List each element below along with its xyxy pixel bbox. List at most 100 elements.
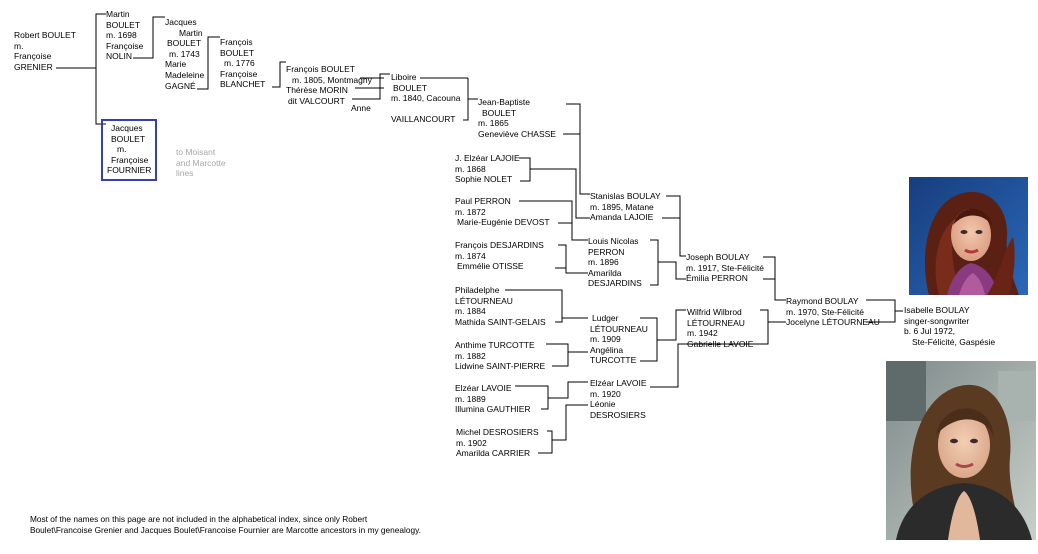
name-line: LÉTOURNEAU (687, 317, 745, 328)
name-line: François DESJARDINS (455, 240, 544, 250)
person-louis-nicolas-perron: Louis Nicolas PERRON m. 1896 Amarilda DE… (588, 236, 642, 289)
name-line: BOULET (393, 82, 428, 93)
person-wilfrid-letourneau: Wilfrid Wilbrod LÉTOURNEAU m. 1942 Gabri… (687, 307, 753, 349)
spouse-line: Geneviève CHASSE (478, 128, 556, 139)
spouse-line: Thérèse MORIN (286, 85, 348, 96)
name-line: Martin (106, 9, 130, 19)
marriage-line: m. 1882 (455, 350, 486, 361)
person-francois-desjardins: François DESJARDINS m. 1874 Emmélie OTIS… (455, 240, 544, 272)
name-line: BOULET (111, 133, 146, 144)
person-joseph-boulay: Joseph BOULAY m. 1917, Ste-Félicité Émil… (686, 252, 764, 284)
spouse-line: Françoise (106, 40, 144, 51)
spouse-line: Mathida SAINT-GELAIS (455, 316, 546, 327)
marriage-line: m. 1874 (455, 250, 486, 261)
name-line: Jacques (165, 17, 197, 27)
birthplace-line: Ste-Félicité, Gaspésie (912, 336, 996, 347)
person-francois-boulet-1805: François BOULET m. 1805, Montmagny Thérè… (286, 64, 372, 106)
name-line: Michel DESROSIERS (456, 427, 539, 437)
spouse-line: Amarilda CARRIER (456, 448, 531, 459)
person-elzear-lavoie-1920: Elzéar LAVOIE m. 1920 Léonie DESROSIERS (590, 378, 647, 420)
name-line: BOULET (482, 107, 517, 118)
birth-line: b. 6 Jul 1972, (904, 326, 956, 337)
name-line: Joseph BOULAY (686, 252, 750, 262)
spouse-line: Sophie NOLET (455, 174, 513, 185)
name-line: BOULET (106, 19, 141, 30)
name-line: Elzéar LAVOIE (455, 383, 512, 393)
marriage-line: m. 1865 (478, 118, 509, 129)
person-jacques-boulet-fournier[interactable]: Jacques BOULET m. Françoise FOURNIER (101, 119, 158, 181)
spouse-line: TURCOTTE (590, 355, 637, 366)
name-line: François (220, 37, 253, 47)
person-anthime-turcotte: Anthime TURCOTTE m. 1882 Lidwine SAINT-P… (455, 340, 545, 372)
spouse-line: Amarilda (588, 267, 622, 278)
marriage-line: m. 1776 (224, 58, 255, 69)
spouse-line: Marie-Eugénie DEVOST (457, 217, 550, 228)
spouse-line: dit VALCOURT (288, 95, 345, 106)
spouse-line: DESJARDINS (588, 278, 642, 289)
name-line: LÉTOURNEAU (590, 323, 648, 334)
spouse-line: Illumina GAUTHIER (455, 404, 531, 415)
name-line: Martin (179, 27, 203, 38)
footnote: Most of the names on this page are not i… (30, 514, 421, 535)
occupation-line: singer-songwriter (904, 315, 970, 326)
spouse-line: FOURNIER (107, 165, 152, 176)
name-line: Louis Nicolas (588, 236, 639, 246)
spouse-line: Lidwine SAINT-PIERRE (455, 361, 546, 372)
spouse-line: Françoise (220, 68, 258, 79)
marriage-line: m. 1909 (590, 334, 621, 345)
spouse-line: Émilia PERRON (686, 273, 748, 284)
marriage-line: m. 1917, Ste-Félicité (686, 262, 764, 273)
person-robert-boulet: Robert BOULET m. Françoise GRENIER (14, 30, 76, 72)
person-michel-desrosiers: Michel DESROSIERS m. 1902 Amarilda CARRI… (456, 427, 539, 459)
person-elzear-lavoie-1889: Elzéar LAVOIE m. 1889 Illumina GAUTHIER (455, 383, 531, 415)
spouse-line: GAGNÉ (165, 80, 196, 91)
spouse-line: Jocelyne LÉTOURNEAU (786, 317, 880, 328)
moisant-marcotte-note: to Moisant and Marcotte lines (176, 147, 226, 179)
person-ludger-letourneau: Ludger LÉTOURNEAU m. 1909 Angélina TURCO… (590, 313, 648, 366)
name-line: Robert BOULET (14, 30, 76, 40)
name-line: Raymond BOULAY (786, 296, 859, 306)
spouse-line: Françoise (111, 154, 149, 165)
person-jacques-martin-boulet: Jacques Martin BOULET m. 1743 Marie Made… (165, 17, 204, 91)
person-martin-boulet: Martin BOULET m. 1698 Françoise NOLIN (106, 9, 143, 62)
spouse-line: DESROSIERS (590, 409, 646, 420)
marriage-line: m. 1889 (455, 393, 486, 404)
marriage-line: m. 1805, Montmagny (292, 74, 372, 85)
marriage-line: m. 1868 (455, 163, 486, 174)
name-line: Jean-Baptiste (478, 97, 530, 107)
marriage-line: m. 1895, Matane (590, 201, 654, 212)
person-jean-baptiste-boulet: Jean-Baptiste BOULET m. 1865 Geneviève C… (478, 97, 556, 139)
marriage-line: m. 1896 (588, 257, 619, 268)
spouse-line: Amanda LAJOIE (590, 212, 654, 223)
person-liboire-boulet: Liboire BOULET m. 1840, Cacouna Anne VAI… (351, 72, 461, 125)
name-line: Jacques (111, 123, 143, 133)
spouse-line: Angélina (590, 344, 624, 355)
isabelle-boulay-portrait-2 (886, 361, 1036, 540)
spouse-line: Léonie (590, 399, 616, 410)
spouse-line: GRENIER (14, 61, 53, 72)
spouse-line: Emmélie OTISSE (457, 261, 524, 272)
name-line: Wilfrid Wilbrod (687, 307, 742, 317)
marriage-line: m. 1970, Ste-Félicité (786, 306, 864, 317)
name-line: BOULET (220, 47, 255, 58)
spouse-line: BLANCHET (220, 79, 266, 90)
name-line: Elzéar LAVOIE (590, 378, 647, 388)
name-line: J. Elzéar LAJOIE (455, 153, 520, 163)
marriage-line: m. 1743 (169, 48, 200, 59)
marriage-line: m. 1884 (455, 306, 486, 317)
spouse-line: Madeleine (165, 69, 205, 80)
name-line: Liboire (391, 72, 417, 82)
name-line: Ludger (592, 313, 619, 323)
person-isabelle-boulay: Isabelle BOULAY singer-songwriter b. 6 J… (904, 305, 995, 347)
note-line: to Moisant (176, 147, 216, 157)
spouse-line: Françoise (14, 51, 52, 62)
marriage-line: m. (14, 40, 24, 51)
spouse-line: Anne (351, 103, 371, 113)
note-line: lines (176, 168, 194, 179)
marriage-line: m. 1920 (590, 388, 621, 399)
name-line: Stanislas BOULAY (590, 191, 661, 201)
name-line: LÉTOURNEAU (455, 295, 513, 306)
marriage-line: m. 1840, Cacouna (391, 93, 461, 104)
person-stanislas-boulay: Stanislas BOULAY m. 1895, Matane Amanda … (590, 191, 661, 223)
